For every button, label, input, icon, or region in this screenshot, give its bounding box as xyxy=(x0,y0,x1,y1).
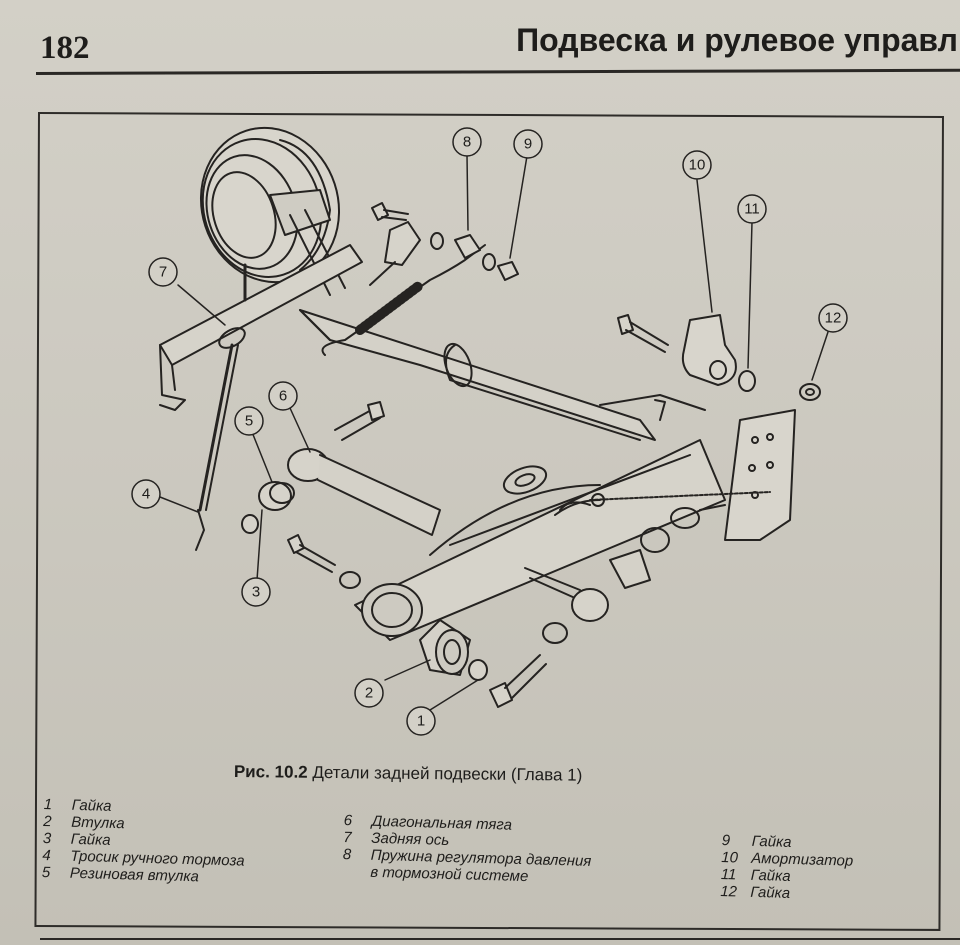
callout-2: 2 xyxy=(365,685,373,702)
handbrake-cable xyxy=(195,263,247,551)
rear-axle-beam xyxy=(299,309,706,441)
nut-11 xyxy=(738,370,756,392)
washer-12 xyxy=(799,383,821,401)
figure-caption-label: Рис. 10.2 xyxy=(233,762,308,782)
nut-3 xyxy=(241,514,259,534)
callout-circles xyxy=(131,127,848,736)
trailing-arm xyxy=(354,439,726,641)
shock-absorber xyxy=(617,314,737,386)
leader-lines xyxy=(159,154,829,711)
brake-drum xyxy=(199,126,346,296)
running-head: Подвеска и рулевое управл xyxy=(516,22,958,58)
lower-right-bushings xyxy=(524,527,670,622)
mounting-bracket xyxy=(670,409,796,541)
rubber-bushing-5 xyxy=(258,481,295,511)
backing-plate xyxy=(159,244,363,411)
bolt-top xyxy=(371,202,496,271)
callout-8: 8 xyxy=(463,134,471,151)
callout-6: 6 xyxy=(279,388,287,405)
figure-caption: Рис. 10.2 Детали задней подвески (Глава … xyxy=(234,762,583,786)
nut-9 xyxy=(497,261,519,281)
bushing-2 xyxy=(419,619,471,676)
bolt-bottom xyxy=(489,622,568,708)
nut-1 xyxy=(468,659,488,681)
callout-12: 12 xyxy=(825,310,842,327)
bump-stop xyxy=(502,465,548,495)
regulator-spring xyxy=(321,221,486,356)
bolt-lower-left xyxy=(287,534,361,589)
figure-caption-text: Детали задней подвески (Глава 1) xyxy=(312,762,583,785)
callout-4: 4 xyxy=(142,486,150,503)
diagonal-link xyxy=(287,401,441,536)
handbrake-cable-sheath xyxy=(554,491,771,516)
footer-rule xyxy=(40,938,960,940)
page-number: 182 xyxy=(40,30,90,66)
callout-1: 1 xyxy=(417,713,425,730)
callout-5: 5 xyxy=(245,413,253,430)
callout-3: 3 xyxy=(252,584,260,601)
callout-9: 9 xyxy=(524,136,532,153)
callout-11: 11 xyxy=(744,201,760,218)
callout-10: 10 xyxy=(689,157,706,174)
callout-7: 7 xyxy=(159,264,167,281)
